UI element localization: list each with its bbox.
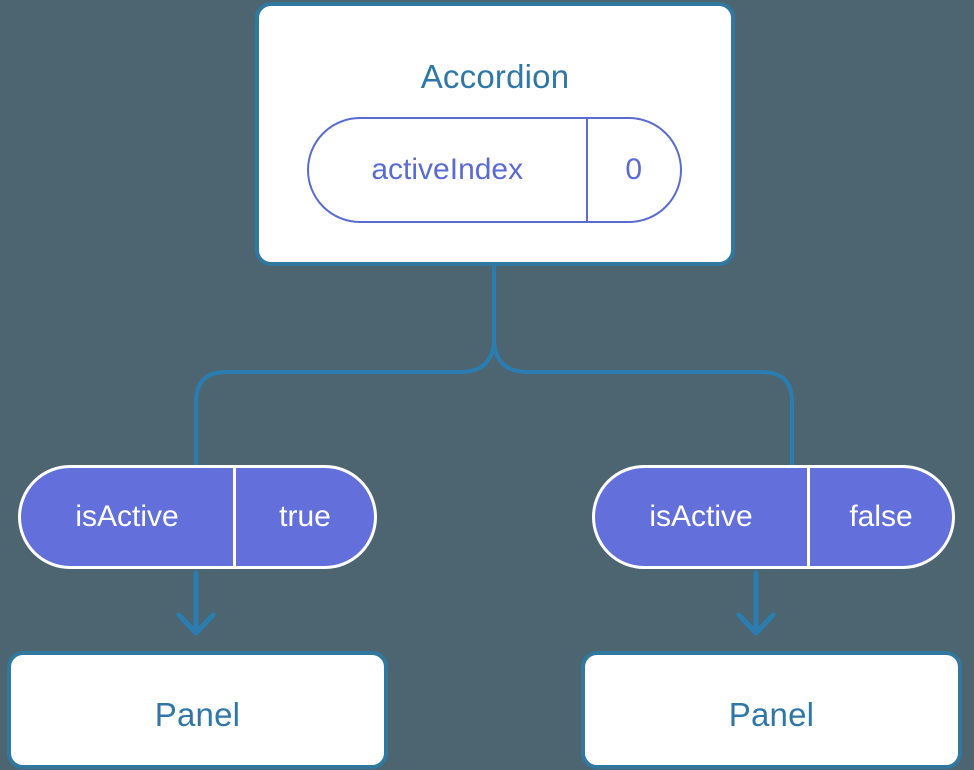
arrow-down-icon-right — [736, 570, 776, 636]
panel-node-left[interactable]: Panel — [7, 651, 388, 769]
panel-title: Panel — [154, 696, 241, 733]
panel-title: Panel — [728, 696, 815, 733]
prop-pill-is-active-right[interactable]: isActive false — [592, 465, 955, 569]
prop-pill-is-active-left[interactable]: isActive true — [18, 465, 377, 569]
arrow-down-icon-left — [176, 570, 216, 636]
prop-pill-value: false — [849, 500, 913, 533]
state-pill-key: activeIndex — [309, 119, 588, 221]
prop-pill-value: true — [279, 500, 331, 533]
state-pill-active-index[interactable]: activeIndex 0 — [307, 117, 682, 223]
prop-pill-key: isActive — [21, 468, 236, 566]
prop-pill-key: isActive — [595, 468, 810, 566]
panel-node-right[interactable]: Panel — [581, 651, 962, 769]
state-pill-value: 0 — [625, 153, 643, 186]
tree-branch-connector-icon — [194, 265, 794, 467]
accordion-title: Accordion — [420, 58, 570, 95]
